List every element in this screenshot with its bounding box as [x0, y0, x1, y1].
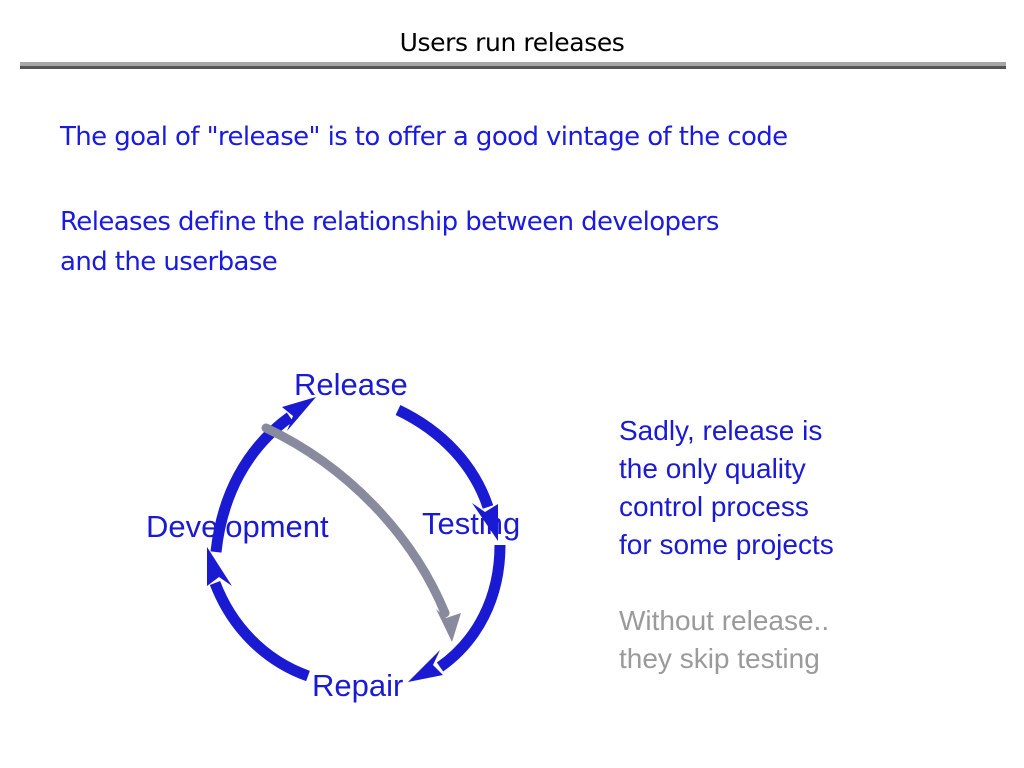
arrow-repair-to-development — [207, 547, 310, 682]
divider-light-band — [20, 62, 1006, 66]
commentary-gray: Without release.. they skip testing — [619, 605, 830, 674]
cycle-node-testing[interactable]: Testing — [422, 506, 521, 541]
cycle-arrows-svg — [207, 397, 506, 682]
arrow-release-to-testing — [395, 405, 498, 541]
bullet-text-2: Releases define the relationship between… — [60, 207, 719, 277]
arrow-release-to-repair-shortcut — [261, 423, 461, 642]
release-cycle-diagram: Release Testing Repair Development — [130, 355, 560, 725]
commentary-blue: Sadly, release is the only quality contr… — [619, 415, 834, 560]
page-title: Users run releases — [399, 28, 625, 57]
divider-dark-band — [20, 66, 1006, 69]
bullet-text-1: The goal of "release" is to offer a good… — [60, 122, 788, 152]
cycle-node-development[interactable]: Development — [146, 509, 329, 544]
arrow-testing-to-repair — [408, 544, 506, 682]
title-divider — [20, 62, 1006, 69]
cycle-node-release[interactable]: Release — [294, 367, 408, 402]
cycle-node-repair[interactable]: Repair — [312, 668, 404, 703]
